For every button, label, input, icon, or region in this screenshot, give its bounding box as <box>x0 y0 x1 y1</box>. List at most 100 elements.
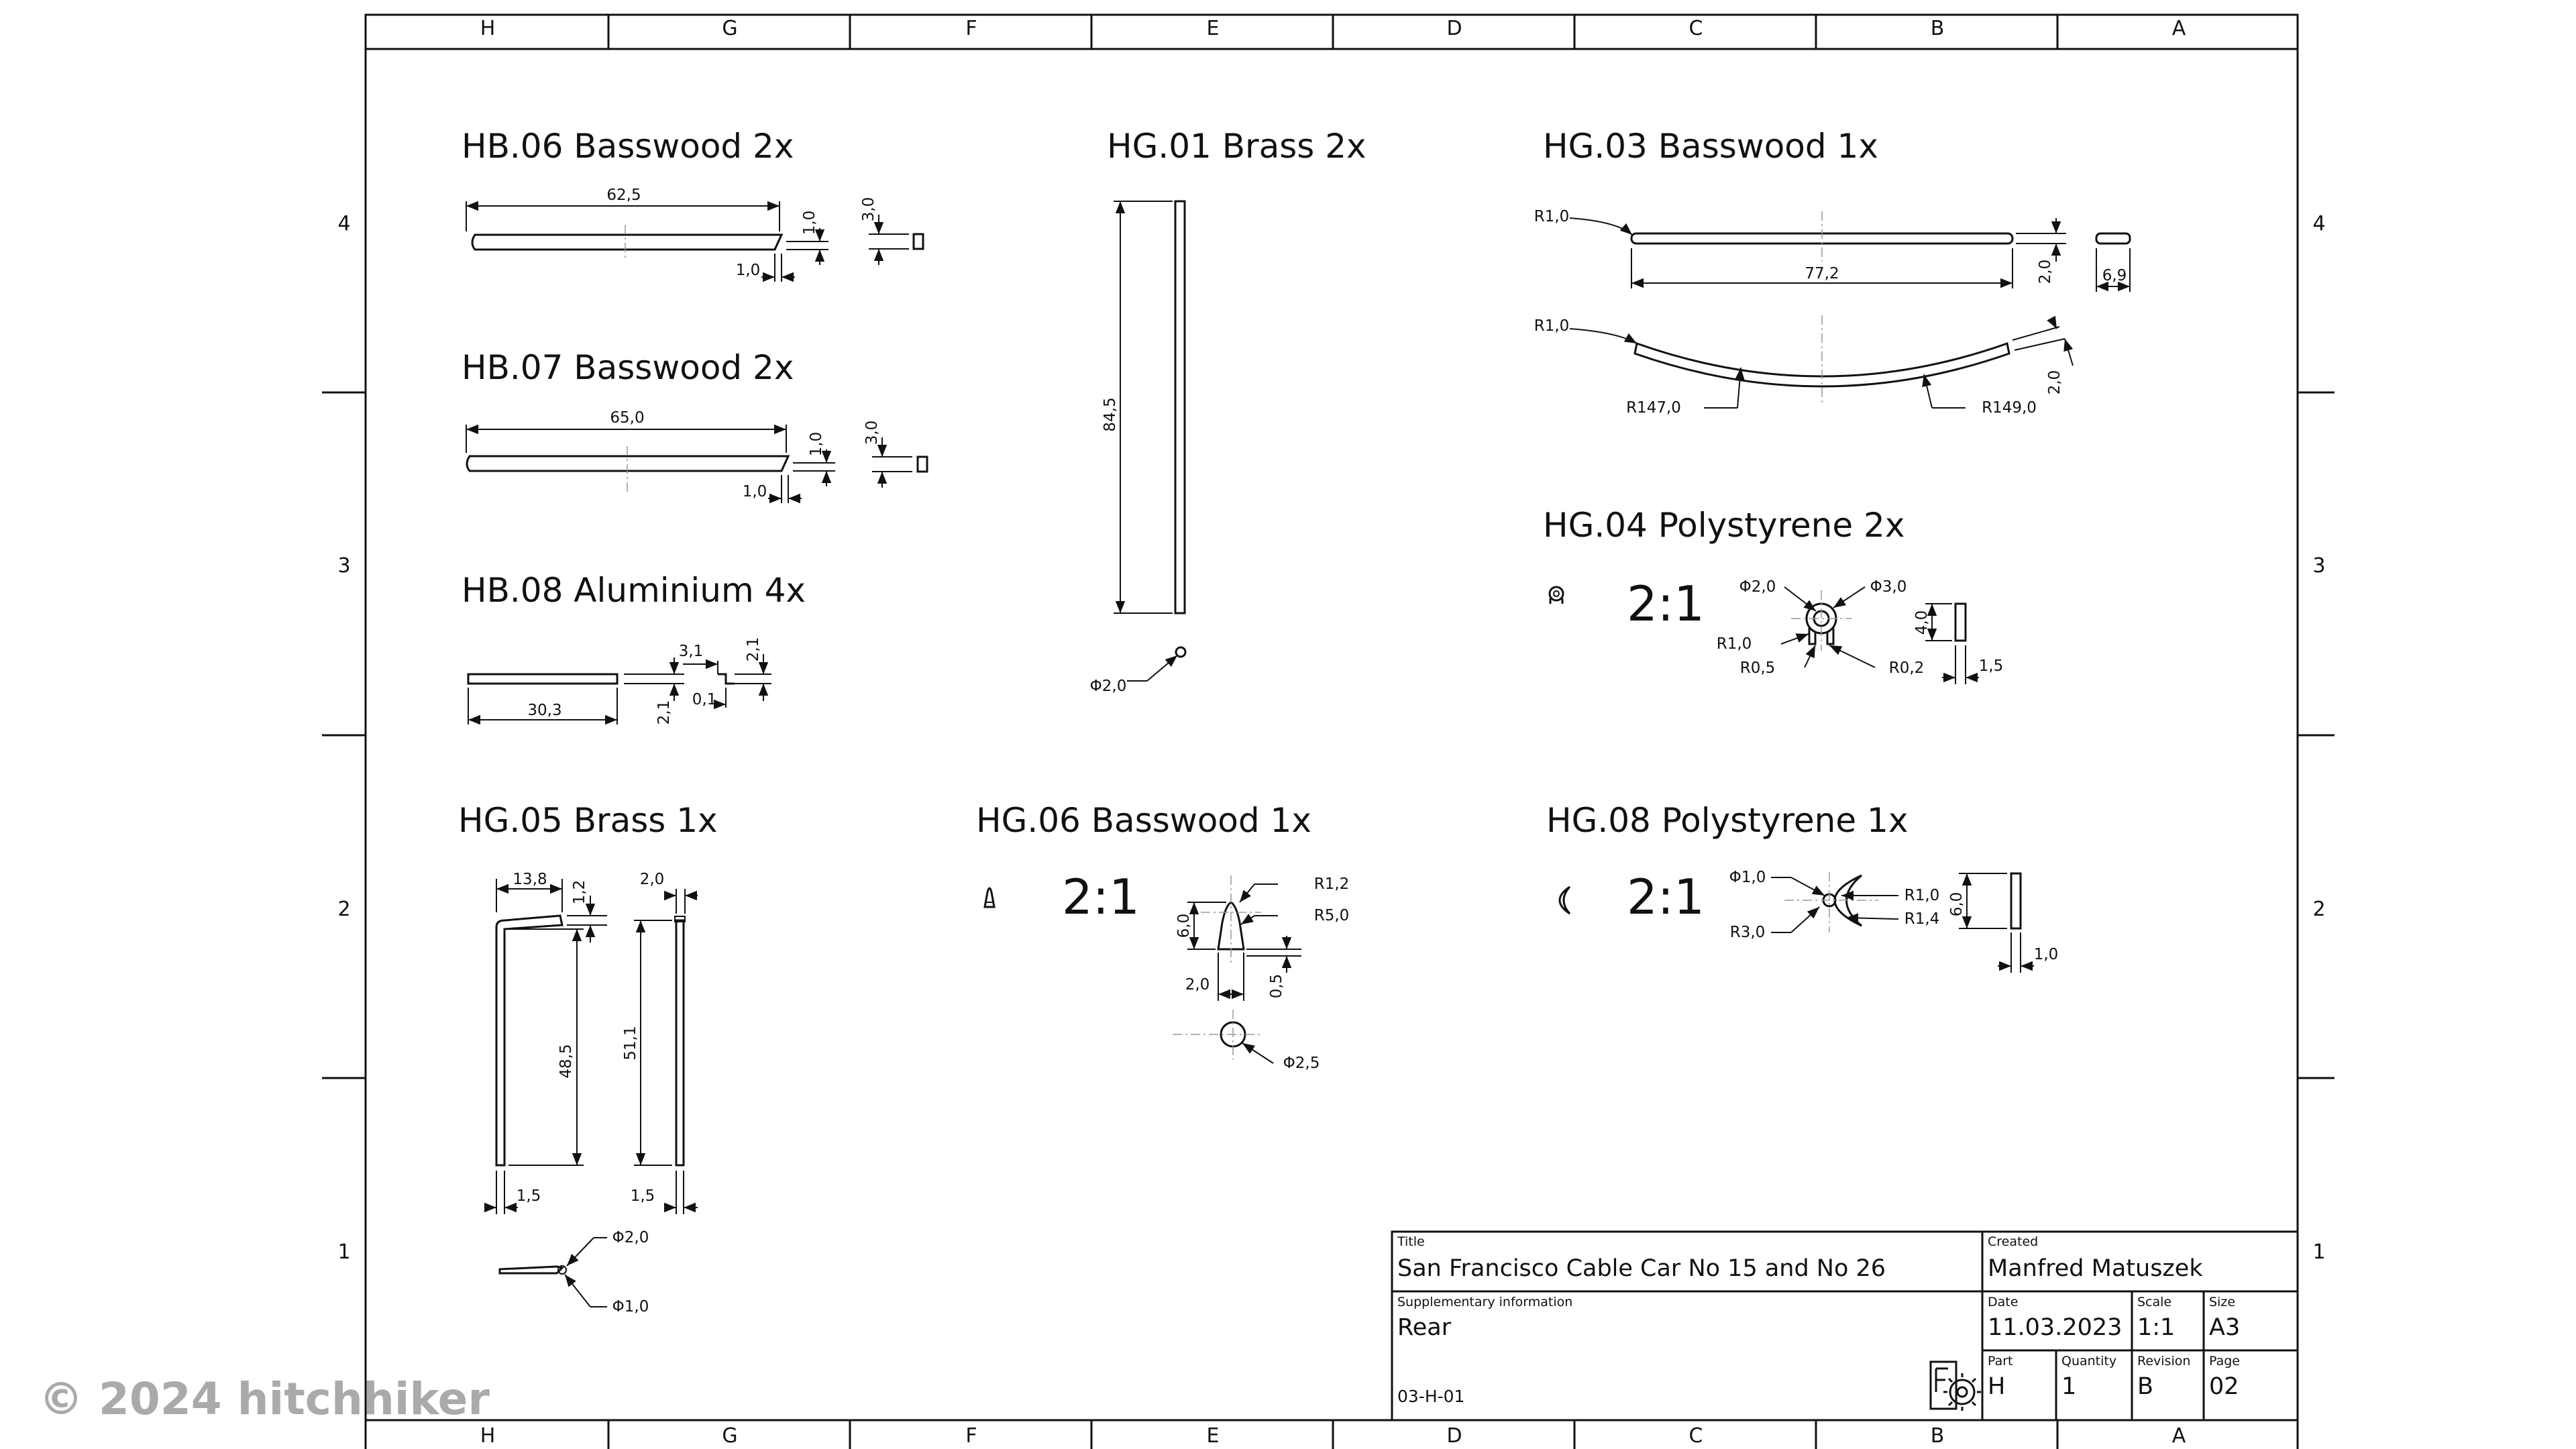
part-title: HG.08 Polystyrene 1x <box>1546 801 1908 840</box>
col-label: F <box>965 17 977 40</box>
col-label: C <box>1689 17 1703 40</box>
section-view <box>718 673 735 685</box>
title-label: Title <box>1397 1234 1425 1249</box>
dim-label: R1,2 <box>1314 875 1350 893</box>
small-profile-icon <box>983 887 996 908</box>
dim-label: 1,0 <box>2034 946 2059 963</box>
column-labels-bottom: H G F E D C B A <box>480 1424 2186 1448</box>
part-title: HG.05 Brass 1x <box>458 801 718 840</box>
part-hb08: HB.08 Aluminium 4x 30,3 2,1 3,1 2,1 0,1 <box>462 571 806 724</box>
size-value: A3 <box>2209 1314 2240 1341</box>
dim-label: 48,5 <box>557 1044 575 1078</box>
dim-label: 6,0 <box>1175 914 1193 938</box>
dim-label: 1,0 <box>736 262 761 279</box>
dim-label: 2,0 <box>2046 370 2063 395</box>
dim-label: 3,0 <box>860 197 877 222</box>
dim-label: 2,0 <box>2037 260 2054 284</box>
scale-label: Scale <box>2137 1295 2171 1309</box>
dim-label: 1,5 <box>517 1187 541 1205</box>
dim-label: R1,0 <box>1534 317 1570 335</box>
section-view <box>2095 232 2131 245</box>
scale-value: 1:1 <box>2137 1314 2175 1341</box>
part-hg06: HG.06 Basswood 1x 2:1 R1,2 R5,0 6,0 2,0 … <box>976 801 1349 1072</box>
small-profile-icon <box>1548 586 1564 604</box>
part-hg04: HG.04 Polystyrene 2x 2:1 Φ2,0 Φ3,0 R1,0 … <box>1543 506 2003 684</box>
dim-label: Φ3,0 <box>1870 578 1907 596</box>
row-label: 2 <box>2312 898 2325 921</box>
drawing-number: 03-H-01 <box>1397 1387 1464 1406</box>
row-label: 3 <box>337 554 350 578</box>
created-by: Manfred Matuszek <box>1988 1255 2203 1282</box>
col-label: A <box>2172 17 2186 40</box>
row-label: 4 <box>337 212 350 235</box>
dim-label: Φ1,0 <box>612 1298 649 1316</box>
row-label: 1 <box>337 1240 350 1264</box>
quantity-label: Quantity <box>2061 1354 2116 1368</box>
col-label: C <box>1689 1424 1703 1448</box>
part-outline <box>466 455 790 472</box>
dim-label: Φ1,0 <box>1729 869 1766 886</box>
col-label: H <box>480 17 496 40</box>
view-scale: 2:1 <box>1627 869 1705 925</box>
dim-label: R1,0 <box>1717 635 1752 653</box>
part-title: HB.06 Basswood 2x <box>462 127 794 166</box>
dim-label: 51,1 <box>622 1026 639 1060</box>
part-outline <box>495 914 564 1167</box>
dim-label: 3,1 <box>679 643 704 660</box>
dim-label: 3,0 <box>863 421 881 445</box>
page-value: 02 <box>2209 1373 2239 1400</box>
bottom-view <box>498 1265 564 1275</box>
part-hg01: HG.01 Brass 2x 84,5 Φ2,0 <box>1090 127 1366 695</box>
section-view <box>1175 646 1187 658</box>
col-label: G <box>722 17 737 40</box>
dim-label: R1,4 <box>1904 910 1940 928</box>
row-label: 3 <box>2312 554 2325 578</box>
part-outline <box>1174 200 1186 614</box>
part-title: HG.04 Polystyrene 2x <box>1543 506 1904 545</box>
dim-label: R5,0 <box>1314 907 1350 924</box>
dim-label: 1,5 <box>1979 657 2004 675</box>
page-label: Page <box>2209 1354 2240 1368</box>
col-label: B <box>1931 17 1945 40</box>
size-label: Size <box>2209 1295 2235 1309</box>
date-value: 11.03.2023 <box>1988 1314 2122 1341</box>
dim-label: 84,5 <box>1102 397 1119 431</box>
part-label: Part <box>1988 1354 2013 1368</box>
watermark: © 2024 hitchhiker <box>39 1373 490 1425</box>
drawing-title: San Francisco Cable Car No 15 and No 26 <box>1397 1255 1886 1282</box>
dim-label: 4,0 <box>1913 610 1931 635</box>
dim-label: 6,9 <box>2102 267 2127 284</box>
part-title: HB.07 Basswood 2x <box>462 348 794 387</box>
section-view <box>2010 872 2022 930</box>
col-label: D <box>1446 1424 1462 1448</box>
small-profile-icon <box>1558 885 1571 915</box>
part-hb06: HB.06 Basswood 2x 62,5 1,0 1,0 3,0 <box>462 127 924 282</box>
section-view <box>912 233 924 250</box>
dim-label: R149,0 <box>1982 399 2037 417</box>
dim-label: R0,5 <box>1740 659 1776 677</box>
col-label: D <box>1446 17 1462 40</box>
part-outline <box>471 233 784 251</box>
dim-label: 0,5 <box>1268 974 1285 999</box>
row-label: 4 <box>2312 212 2325 235</box>
dim-label: 1,2 <box>571 880 588 905</box>
dim-label: Φ2,0 <box>612 1229 649 1246</box>
part-hg08: HG.08 Polystyrene 1x 2:1 Φ1,0 R1,0 R1,4 … <box>1546 801 2058 973</box>
part-hg05: HG.05 Brass 1x 13,8 1,2 48,5 1,5 2,0 51,… <box>458 801 718 1316</box>
col-label: B <box>1931 1424 1945 1448</box>
dim-label: R147,0 <box>1626 399 1681 417</box>
part-outline <box>1633 342 2010 388</box>
revision-label: Revision <box>2137 1354 2190 1368</box>
part-title: HG.06 Basswood 1x <box>976 801 1311 840</box>
revision-value: B <box>2137 1373 2153 1400</box>
col-label: H <box>480 1424 496 1448</box>
dim-label: 1,0 <box>743 483 767 500</box>
created-label: Created <box>1988 1234 2038 1249</box>
dim-label: 6,0 <box>1948 892 1966 917</box>
dim-label: 1,5 <box>631 1187 655 1205</box>
dim-label: 1,0 <box>808 432 825 457</box>
dim-label: 2,1 <box>655 700 673 725</box>
view-scale: 2:1 <box>1627 576 1705 632</box>
part-value: H <box>1988 1373 2005 1400</box>
section-view <box>916 455 928 473</box>
